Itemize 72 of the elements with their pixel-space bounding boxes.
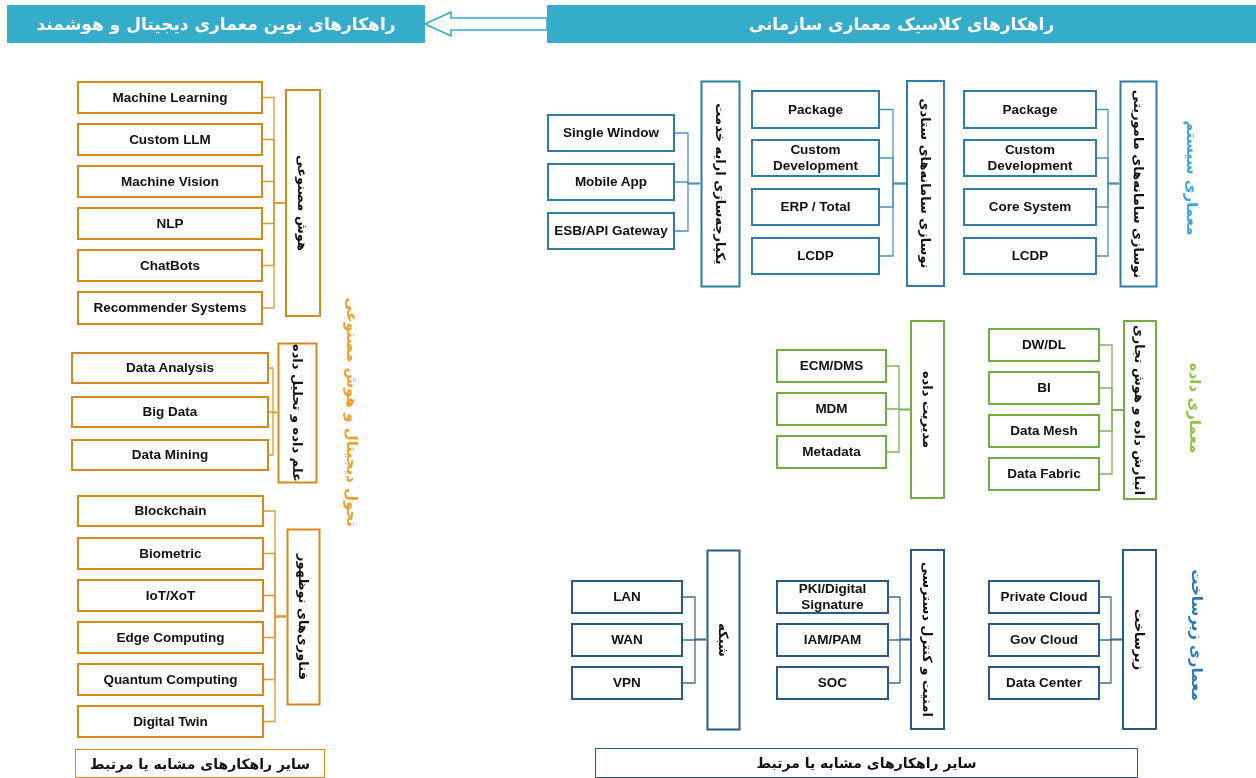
text-box: Data Center [988, 666, 1100, 700]
category-box: شبکه [706, 549, 740, 730]
text-box: IAM/PAM [776, 623, 889, 657]
text-box: Quantum Computing [77, 663, 264, 696]
text-box: سایر راهکارهای مشابه یا مرتبط [75, 749, 325, 778]
text-box: Custom Development [751, 139, 880, 177]
text-box: VPN [571, 666, 683, 700]
text-box: PKI/Digital Signature [776, 580, 889, 614]
category-box: یکپارچه‌سازی ارایه خدمت [700, 80, 740, 287]
text-box: Data Analysis [71, 352, 269, 384]
category-box: نوسازی سامانه‌های ستادی [906, 80, 945, 287]
text-box: Custom Development [963, 139, 1097, 177]
text-box: ESB/API Gateway [547, 212, 675, 250]
connector-line [888, 638, 911, 684]
connector-line [1099, 409, 1124, 475]
connector-line [886, 408, 911, 453]
connector-line [1096, 182, 1120, 257]
category-box: علم داده و تحلیل داده [277, 342, 317, 483]
section-label: معماری زیرساخت [1188, 569, 1206, 701]
text-box: سایر راهکارهای مشابه یا مرتبط [595, 748, 1138, 778]
category-box: مدیریت داده [910, 320, 945, 499]
header-band: راهکارهای کلاسیک معماری سازمانی [547, 5, 1256, 43]
category-box: انبارش داده و هوش تجاری [1123, 320, 1157, 500]
text-box: Data Fabric [988, 457, 1100, 491]
text-box: SOC [776, 666, 889, 700]
connector-line [1099, 638, 1123, 684]
text-box: Data Mesh [988, 414, 1100, 448]
category-box: نوسازی سامانه‌های ماموریتی [1119, 80, 1157, 287]
connector-line [263, 615, 287, 723]
text-box: Edge Computing [77, 621, 264, 654]
text-box: Biometric [77, 537, 264, 570]
text-box: IoT/XoT [77, 579, 264, 612]
text-box: ChatBots [77, 249, 263, 282]
text-box: LAN [571, 580, 683, 614]
text-box: Recommender Systems [77, 291, 263, 325]
text-box: WAN [571, 623, 683, 657]
text-box: LCDP [751, 237, 880, 275]
text-box: MDM [776, 392, 887, 426]
category-box: هوش مصنوعی [285, 89, 321, 317]
text-box: Package [963, 90, 1097, 129]
text-box: Custom LLM [77, 123, 263, 156]
text-box: Big Data [71, 396, 269, 428]
connector-line [879, 182, 907, 257]
connector-line [268, 411, 278, 456]
text-box: BI [988, 371, 1100, 405]
section-label: معماری داده [1186, 362, 1204, 454]
connector-line [674, 182, 701, 232]
text-box: Gov Cloud [988, 623, 1100, 657]
section-label: تحول دیجیتال و هوش مصنوعی [343, 297, 361, 527]
category-box: امنیت و کنترل دسترسی [910, 549, 945, 730]
block-arrow [423, 10, 548, 38]
text-box: LCDP [963, 237, 1097, 275]
category-box: فناوری‌های نوظهور [286, 528, 320, 705]
category-box: زیرساخت [1122, 549, 1157, 730]
connector-line [682, 638, 707, 684]
text-box: Machine Vision [77, 165, 263, 198]
text-box: Data Mining [71, 439, 269, 471]
text-box: Single Window [547, 114, 675, 152]
text-box: ECM/DMS [776, 349, 887, 383]
header-band: راهکارهای نوین معماری دیجیتال و هوشمند [7, 5, 425, 43]
text-box: Core System [963, 188, 1097, 226]
text-box: NLP [77, 207, 263, 240]
text-box: Machine Learning [77, 81, 263, 114]
text-box: Package [751, 90, 880, 129]
text-box: Private Cloud [988, 580, 1100, 614]
text-box: Digital Twin [77, 705, 264, 738]
section-label: معماری سیستم [1183, 120, 1201, 236]
text-box: ERP / Total [751, 188, 880, 226]
text-box: DW/DL [988, 328, 1100, 362]
text-box: Mobile App [547, 163, 675, 201]
text-box: Metadata [776, 435, 887, 469]
text-box: Blockchain [77, 495, 264, 527]
